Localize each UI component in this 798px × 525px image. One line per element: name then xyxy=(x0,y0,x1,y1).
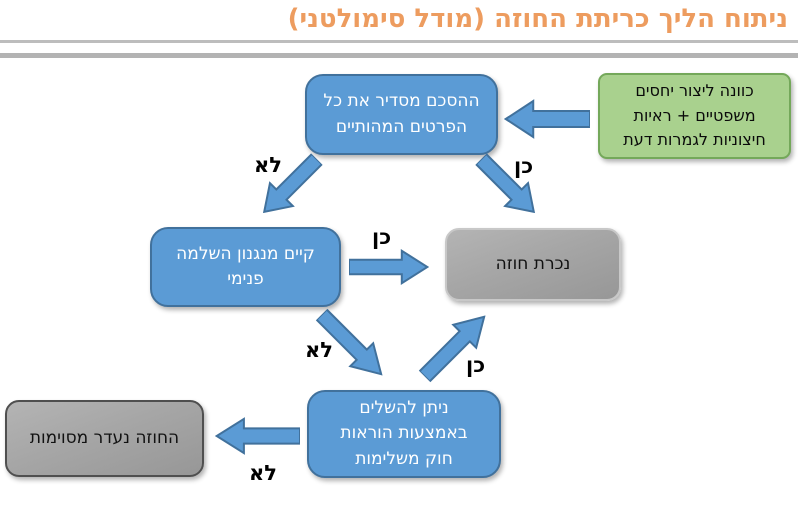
arrow-agreement-no-to-mechanism xyxy=(250,146,329,225)
block-arrow-icon xyxy=(412,303,498,389)
edge-label-yes-supplement: כן xyxy=(466,353,486,377)
node-contract-lacks-specificity: החוזה נעדר מסוימות xyxy=(5,400,204,477)
divider-line-bottom xyxy=(0,53,798,58)
node-agreement-regulates-details: ההסכם מסדיר את כל הפרטים המהותיים xyxy=(305,74,498,155)
arrow-supplement-yes-to-contract-formed xyxy=(412,303,498,389)
page-title: ניתוח הליך כריתת החוזה (מודל סימולטני) xyxy=(287,4,788,34)
edge-label-no-agreement: לא xyxy=(254,153,282,177)
block-arrow-icon xyxy=(468,146,547,225)
block-arrow-icon xyxy=(309,302,395,388)
block-arrow-icon xyxy=(504,99,590,139)
arrow-intention-to-agreement xyxy=(504,99,590,139)
node-intention: כוונה ליצור יחסים משפטיים + ראיות חיצוני… xyxy=(598,73,791,159)
node-contract-formed: נכרת חוזה xyxy=(445,228,621,301)
divider-line-top xyxy=(0,40,798,43)
edge-label-yes-mechanism: כן xyxy=(372,225,392,249)
block-arrow-icon xyxy=(250,146,329,225)
node-supplementary-law: ניתן להשלים באמצעות הוראות חוק משלימות xyxy=(307,390,501,478)
edge-label-yes-agreement: כן xyxy=(514,154,534,178)
edge-label-no-supplement: לא xyxy=(249,461,277,485)
node-internal-completion-mechanism: קיים מנגנון השלמה פנימי xyxy=(150,227,341,307)
arrow-agreement-yes-to-contract-formed xyxy=(468,146,547,225)
block-arrow-icon xyxy=(215,417,300,455)
edge-label-no-mechanism: לא xyxy=(305,338,333,362)
block-arrow-icon xyxy=(349,249,429,285)
arrow-mechanism-yes-to-contract-formed xyxy=(349,249,429,285)
arrow-mechanism-no-to-supplement xyxy=(309,302,395,388)
arrow-supplement-no-to-no-specificity xyxy=(215,417,300,455)
